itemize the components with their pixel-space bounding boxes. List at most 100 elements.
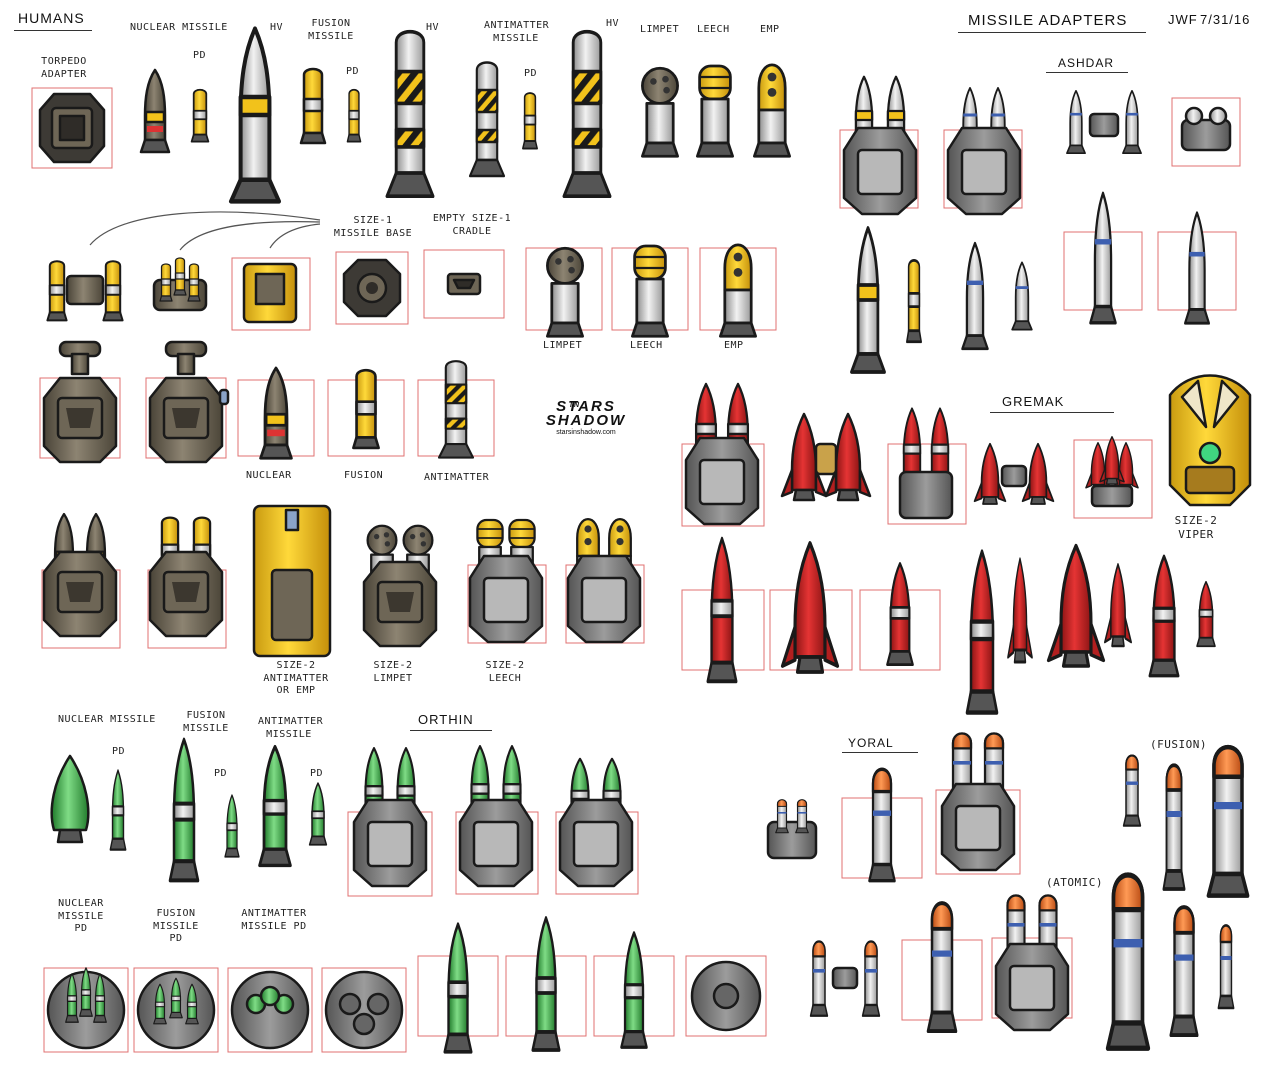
label-size2-antimatter-or-emp: SIZE-2 ANTIMATTER OR EMP [263, 660, 329, 696]
label-yoral-fusion: (FUSION) [1150, 738, 1207, 751]
human-limpet-sprite [641, 66, 679, 158]
size1-missile-base-sprite [342, 258, 402, 318]
logo-url: starsinshadow.com [556, 429, 616, 436]
logo-in: IN [570, 402, 581, 409]
ashdar-underline [1046, 72, 1128, 73]
orthin-size2-b-sprite [458, 745, 534, 888]
gremak-missile-mini-sprite [1196, 580, 1216, 648]
sheet-title-underline [958, 32, 1146, 33]
human-size2-antimatter-emp-sprite [252, 504, 332, 658]
label-orthin-pd-1: PD [112, 746, 126, 757]
logo-line2: SHADOW [545, 412, 627, 429]
orthin-antimatter-pd-base-sprite [230, 970, 310, 1050]
ashdar-missile-pd-sprite [905, 259, 923, 344]
human-antimatter-cradle-sprite [437, 360, 475, 459]
human-leech-sprite [696, 64, 734, 158]
ashdar-cradle-b-sprite [1183, 211, 1211, 325]
gremak-cradle-a-sprite [705, 536, 739, 684]
label-pd-1: PD [193, 50, 207, 61]
human-nuclear-cradle-sprite [259, 366, 293, 460]
human-antimatter-missile-sprite [468, 61, 506, 178]
ashdar-missile-small-sprite [1011, 261, 1033, 331]
human-leech-cradle-sprite [631, 244, 669, 338]
yoral-fusion-large-sprite [1208, 747, 1247, 896]
human-adapter-twin-sprite [46, 260, 124, 322]
orthin-nuclear-pd-sprite [109, 769, 127, 851]
human-fusion-missile-sprite [299, 67, 327, 145]
orthin-nuclear-missile-sprite [50, 754, 90, 844]
label-fusion: FUSION [344, 470, 384, 481]
label-orthin-nuclear-missile-pd: NUCLEAR MISSILE PD [58, 898, 104, 934]
gremak-adapter-cluster-sprite [1085, 436, 1139, 508]
orthin-cradle-a-sprite [442, 922, 474, 1054]
orthin-empty-pd-base-sprite [324, 970, 404, 1050]
label-limpet: LIMPET [640, 24, 680, 35]
orthin-cradle-c-sprite [619, 931, 649, 1049]
gremak-size2-b-sprite [780, 412, 872, 502]
yoral-cradle-a-sprite [867, 767, 897, 883]
logo-line1: STARS [556, 398, 616, 415]
human-size2-limpet-sprite [362, 524, 438, 648]
torpedo-adapter-sprite [38, 92, 106, 164]
yoral-underline [842, 752, 918, 753]
label-fusion-missile: FUSION MISSILE [308, 18, 354, 42]
orthin-underline [410, 730, 492, 731]
label-emp: EMP [760, 24, 780, 35]
human-size1-hull-b-sprite [148, 340, 230, 464]
human-nuclear-missile-sprite [139, 68, 171, 154]
yoral-atomic-adapter-twin-sprite [809, 940, 881, 1017]
orthin-nuclear-pd-base-sprite [46, 967, 126, 1050]
label-size2-leech: SIZE-2 LEECH [485, 660, 525, 684]
label-antimatter-missile: ANTIMATTER MISSILE [484, 20, 550, 44]
gremak-cradle-c-sprite [885, 562, 915, 666]
gremak-underline [990, 412, 1114, 413]
human-emp-cradle-sprite [719, 243, 757, 338]
label-limpet-2: LIMPET [543, 340, 583, 351]
orthin-fusion-pd-base-sprite [136, 970, 216, 1050]
gremak-size2-a-sprite [684, 382, 760, 526]
ashdar-size2-silver-sprite [842, 75, 918, 216]
section-gremak: GREMAK [1002, 394, 1065, 409]
label-leech: LEECH [697, 24, 730, 35]
label-nuclear: NUCLEAR [246, 470, 292, 481]
human-fusion-hv-sprite [385, 29, 435, 199]
orthin-size2-a-sprite [352, 747, 428, 888]
human-nuclear-hv-sprite [231, 29, 279, 202]
orthin-fusion-pd-sprite [224, 794, 240, 858]
label-orthin-fusion-missile: FUSION MISSILE [183, 710, 229, 734]
ashdar-size2-twin-sprite [946, 87, 1022, 216]
human-antimatter-hv-sprite [562, 29, 612, 199]
gremak-missile-large-sprite [1046, 543, 1106, 668]
orthin-antimatter-missile-sprite [257, 744, 293, 868]
section-ashdar: ASHDAR [1058, 56, 1115, 70]
human-adapter-triple-sprite [152, 257, 208, 312]
sheet-signature: JWF [1168, 12, 1198, 27]
label-hv-1: HV [270, 22, 284, 33]
ashdar-adapter-triple-sprite [1180, 106, 1232, 152]
orthin-fusion-missile-sprite [170, 740, 198, 881]
orthin-empty-cradle-sprite [690, 960, 762, 1032]
gremak-cradle-b-sprite [780, 541, 840, 674]
label-hv-2: HV [426, 22, 440, 33]
gremak-missile-pd-sprite [1006, 557, 1034, 664]
ashdar-missile-large-sprite [849, 226, 887, 374]
human-fusion-cradle-sprite [352, 368, 380, 450]
human-size2-nuclear-sprite [42, 512, 118, 638]
label-orthin-antimatter-missile-pd: ANTIMATTER MISSILE PD [241, 908, 307, 932]
yoral-atomic-small-sprite [1217, 924, 1235, 1010]
label-yoral-atomic: (ATOMIC) [1046, 876, 1103, 889]
ashdar-adapter-blue-sprite [1066, 89, 1142, 155]
ashdar-cradle-a-sprite [1088, 191, 1118, 325]
label-orthin-fusion-missile-pd: FUSION MISSILE PD [153, 908, 199, 944]
label-nuclear-missile: NUCLEAR MISSILE [130, 22, 228, 33]
gremak-viper-sprite [1168, 374, 1252, 507]
human-fusion-pd-sprite [346, 88, 362, 143]
orthin-antimatter-pd-sprite [308, 782, 328, 846]
human-size2-fusion-sprite [148, 516, 224, 638]
gremak-missile-mid-sprite [1148, 554, 1180, 678]
label-torpedo-adapter: TORPEDO ADAPTER [41, 56, 87, 80]
label-hv-3: HV [606, 18, 620, 29]
label-size1-missile-base: SIZE-1 MISSILE BASE [333, 215, 413, 239]
gremak-adapter-twin-sprite [973, 442, 1055, 505]
